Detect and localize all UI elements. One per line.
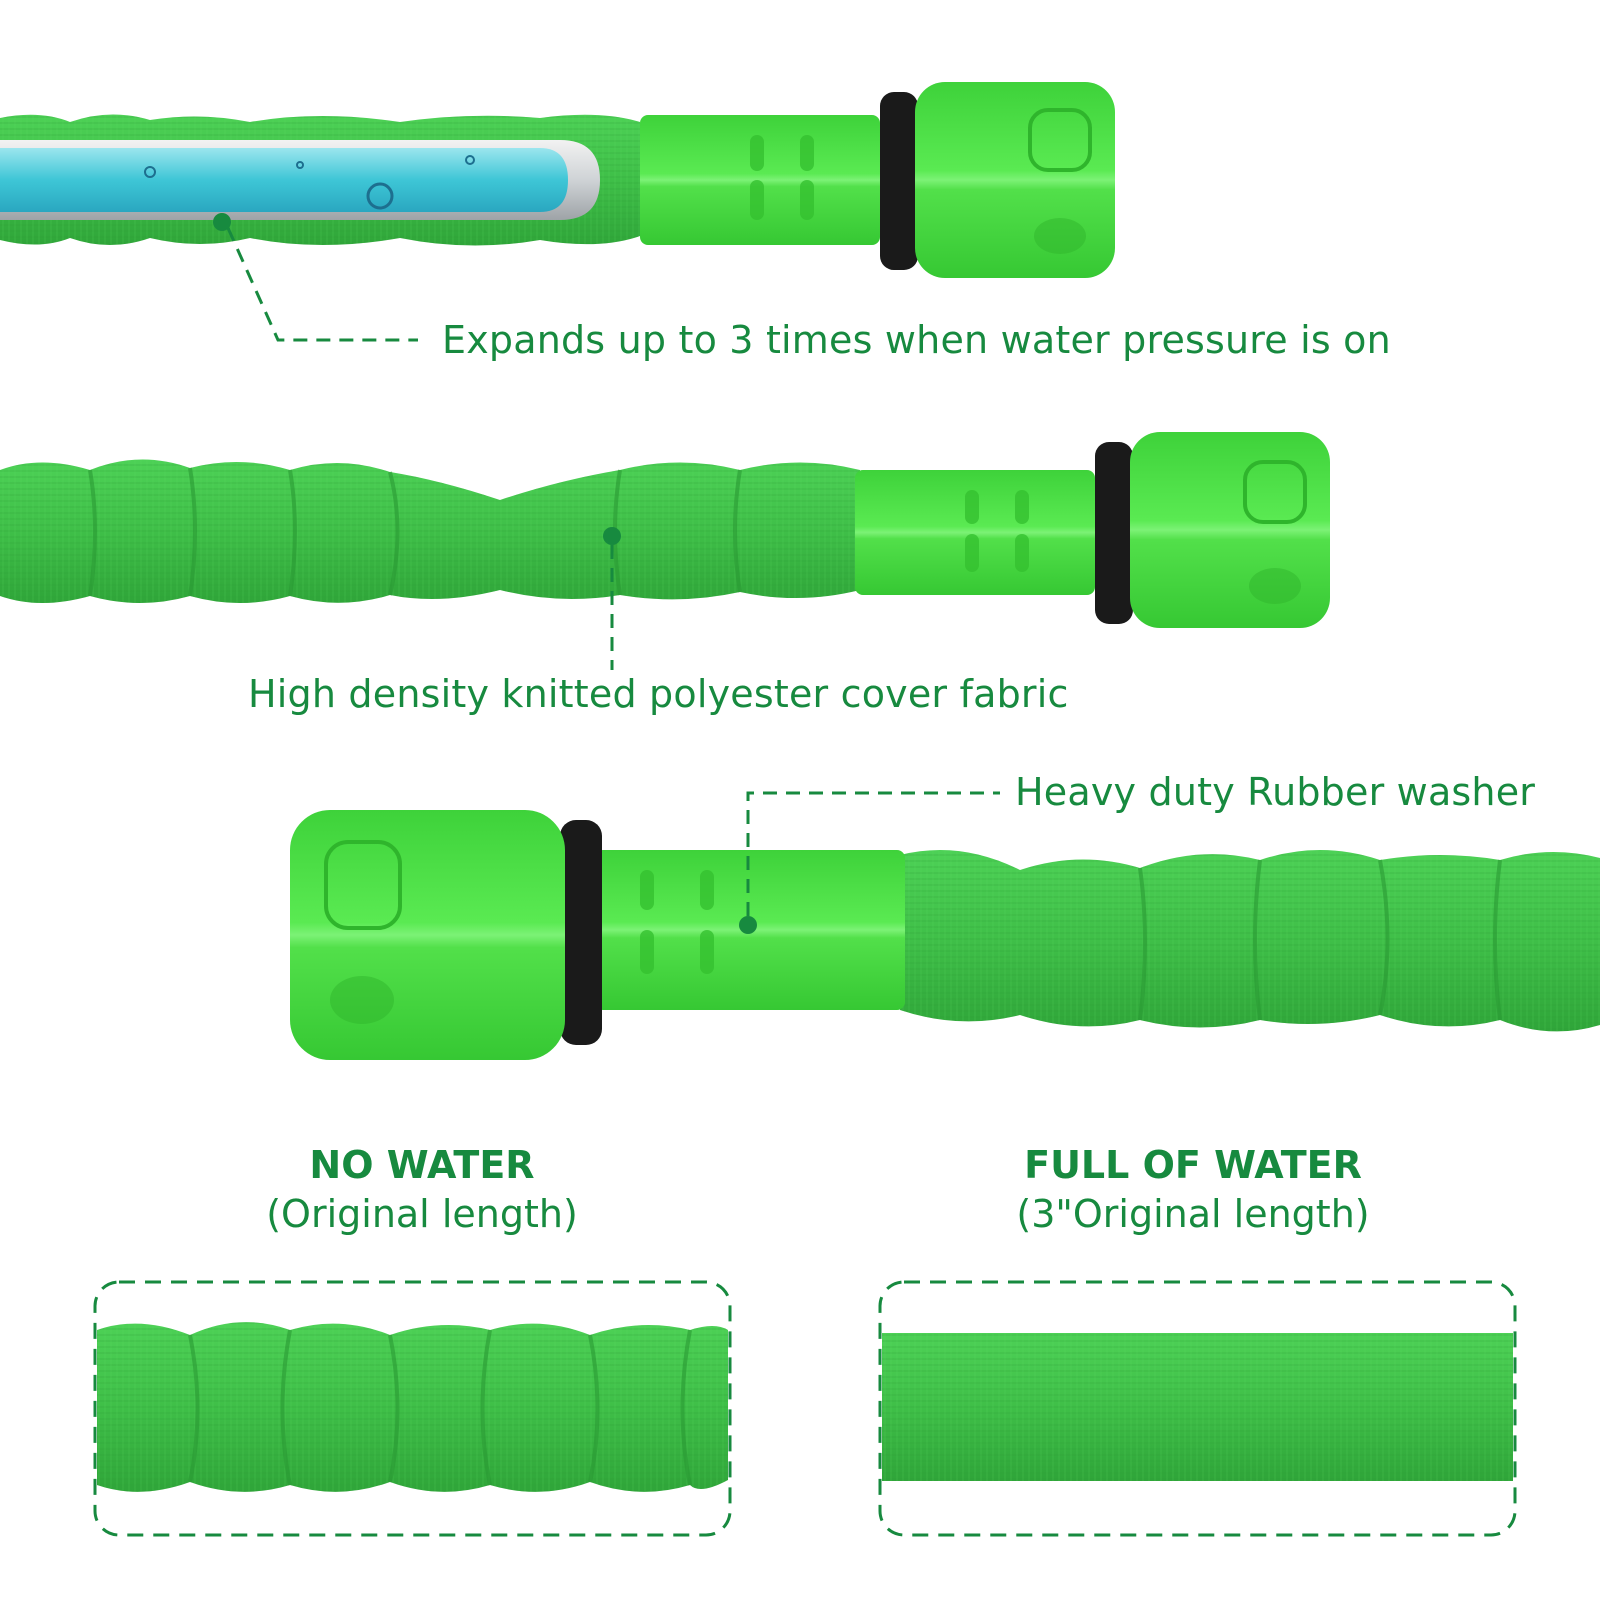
full-water-subtitle: (3"Original length) [1016, 1192, 1370, 1236]
no-water-subtitle: (Original length) [266, 1192, 578, 1236]
hose-top-washer [880, 92, 918, 270]
callout-expand-leader [213, 213, 418, 342]
water-fill [0, 148, 568, 212]
hose-bottom [290, 810, 1600, 1060]
full-water-panel [878, 1280, 1517, 1537]
hose-top [0, 82, 1115, 278]
full-water-title: FULL OF WATER [1024, 1143, 1362, 1187]
hose-top-connector-body [640, 115, 880, 245]
hose-middle-washer [1095, 442, 1133, 624]
hose-middle-coupling [1130, 432, 1330, 628]
no-water-title: NO WATER [309, 1143, 535, 1187]
callout-washer-text: Heavy duty Rubber washer [1015, 770, 1536, 814]
callout-fabric-leader [603, 527, 621, 670]
no-water-panel [93, 1280, 732, 1537]
full-water-frame [878, 1280, 1517, 1537]
hose-bottom-washer [560, 820, 602, 1045]
hose-top-coupling [915, 82, 1115, 278]
callout-expand-text: Expands up to 3 times when water pressur… [442, 318, 1391, 362]
callout-washer-leader [739, 791, 1000, 934]
hose-middle [0, 432, 1330, 628]
callout-fabric-text: High density knitted polyester cover fab… [248, 672, 1069, 716]
hose-middle-connector-body [855, 470, 1095, 595]
no-water-frame [93, 1280, 732, 1537]
